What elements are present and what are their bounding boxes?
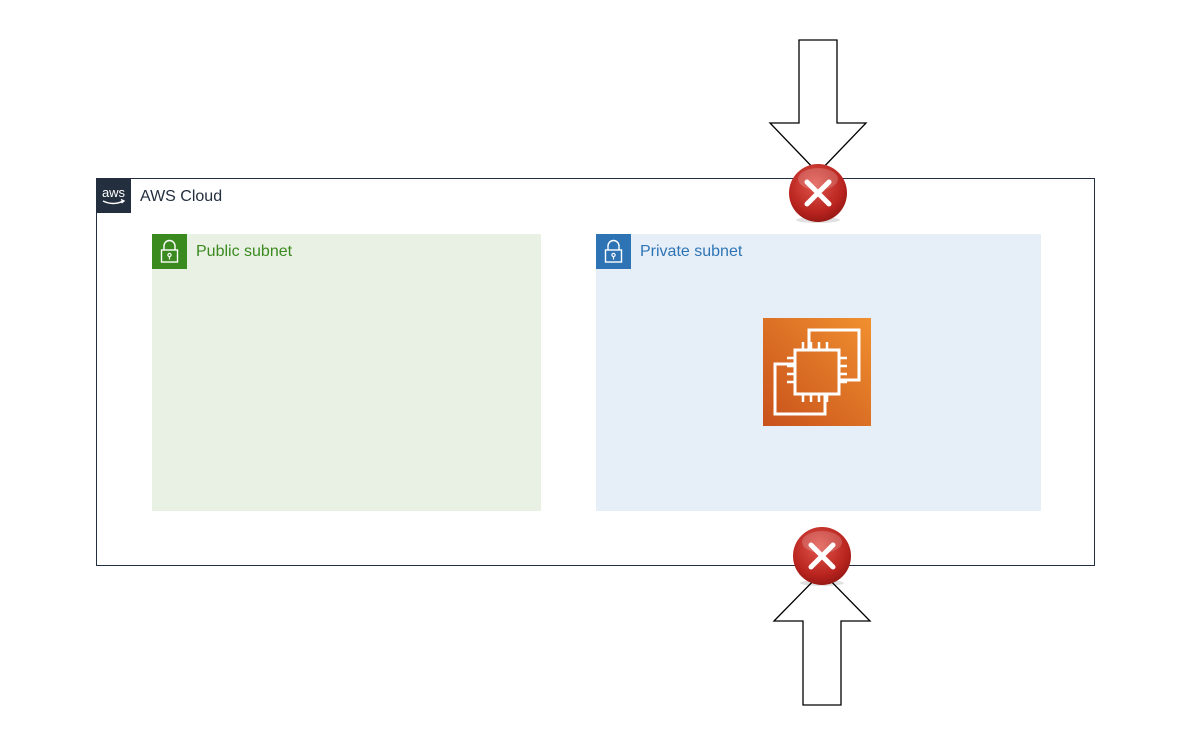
aws-cloud-group — [96, 178, 1095, 566]
cloud-title: AWS Cloud — [140, 188, 223, 205]
public-subnet-label: Public subnet — [196, 243, 293, 260]
top-inbound-arrow — [768, 39, 868, 174]
deny-x-icon — [791, 526, 853, 588]
private-subnet-label: Private subnet — [640, 243, 743, 260]
bottom-inbound-arrow — [772, 571, 872, 706]
private-subnet-lock-icon — [596, 234, 631, 269]
ec2-instance-icon — [763, 318, 871, 426]
svg-text:aws: aws — [102, 185, 126, 200]
aws-logo-icon: aws — [96, 178, 131, 213]
public-subnet-lock-icon — [152, 234, 187, 269]
deny-x-icon — [787, 163, 849, 225]
public-subnet — [152, 234, 541, 511]
